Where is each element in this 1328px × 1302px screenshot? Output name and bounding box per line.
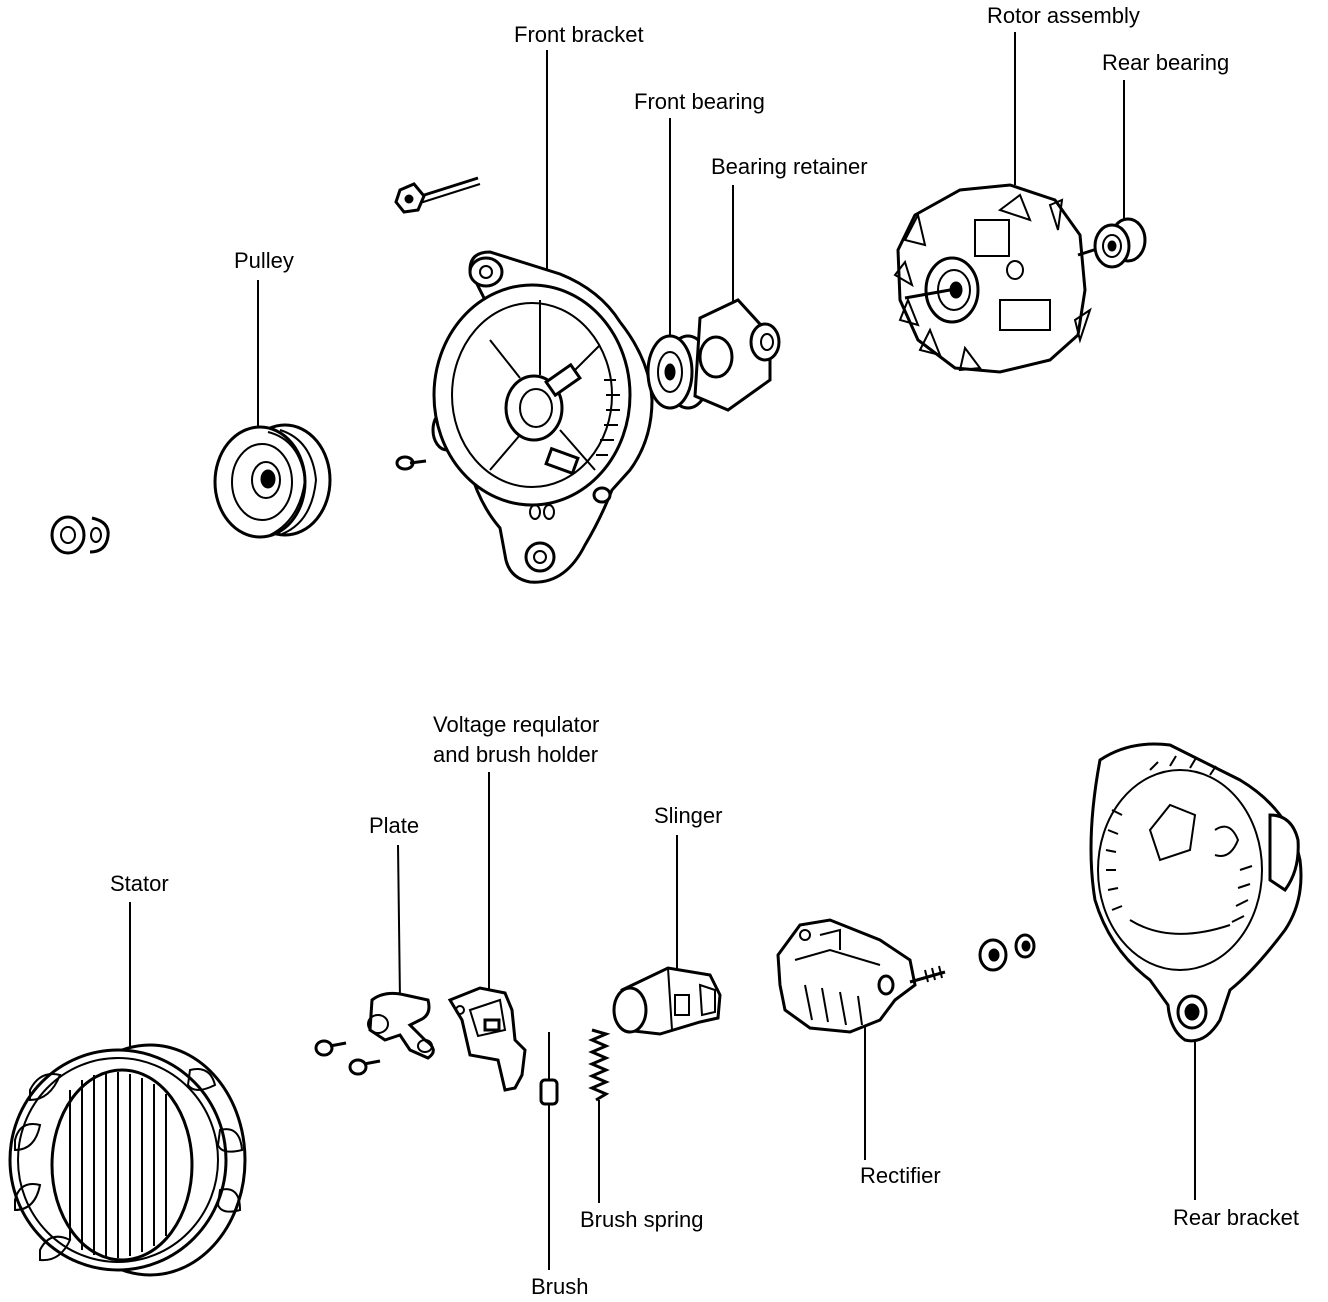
rectifier-part [776, 918, 946, 1034]
label-rear-bearing: Rear bearing [1102, 50, 1230, 75]
label-plate: Plate [369, 813, 420, 838]
bearing-retainer-part [693, 298, 781, 412]
label-rotor-assembly: Rotor assembly [987, 3, 1140, 28]
label-pulley: Pulley [234, 248, 294, 273]
leader-lines [129, 32, 1196, 1270]
brush-part [539, 1032, 559, 1106]
slinger-part [612, 966, 722, 1036]
label-brush: Brush [531, 1274, 589, 1299]
plate-part [314, 991, 435, 1076]
stator-part [8, 1043, 247, 1277]
label-brush-spring: Brush spring [580, 1207, 704, 1232]
pulley-part [213, 423, 332, 539]
rear-bracket-part [1089, 742, 1303, 1043]
front-bracket-part [432, 250, 654, 584]
rotor-assembly-part [893, 183, 1101, 374]
label-bearing-retainer: Bearing retainer [711, 154, 868, 179]
brush-spring-part [588, 1028, 611, 1102]
label-front-bracket: Front bracket [514, 22, 644, 47]
leader-plate [397, 844, 401, 1001]
rear-bearing-part [1093, 217, 1147, 269]
label-voltage-regulator: Voltage requlator and brush holder [433, 712, 600, 767]
label-rectifier: Rectifier [860, 1163, 941, 1188]
voltage-regulator-part [447, 986, 527, 1092]
nut-and-washer [50, 515, 110, 555]
through-bolt [394, 176, 481, 214]
label-slinger: Slinger [654, 803, 723, 828]
label-stator: Stator [110, 871, 169, 896]
rear-washers [978, 933, 1036, 972]
label-rear-bracket: Rear bracket [1173, 1205, 1299, 1230]
label-front-bearing: Front bearing [634, 89, 765, 114]
